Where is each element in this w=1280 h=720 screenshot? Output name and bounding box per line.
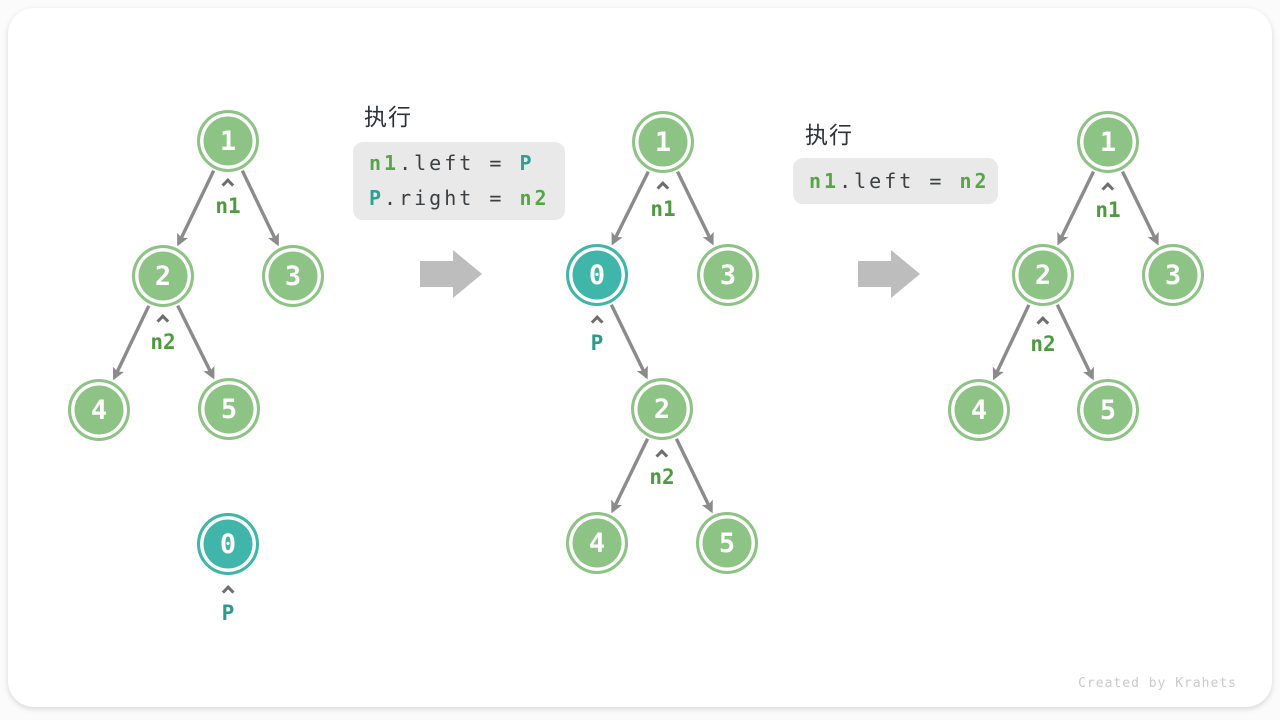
tree-edge [177, 169, 216, 247]
code-token: n2 [519, 186, 550, 210]
code-token: left [414, 151, 475, 175]
code-token: P [369, 186, 385, 210]
code-token: = [474, 186, 520, 210]
code-token: n1 [809, 168, 840, 193]
tree-edge [112, 305, 151, 381]
code-line-1: n1.left = P [369, 146, 565, 181]
code-line-2: P.right = n2 [369, 181, 565, 216]
code-token: . [384, 186, 400, 210]
step2-heading: 执行 [805, 123, 853, 149]
code-token: = [914, 168, 960, 193]
tree-edge [992, 304, 1031, 381]
watermark: Created by Krahets [1078, 676, 1237, 691]
tree-edge [609, 303, 648, 380]
step-arrow-icon [420, 250, 482, 298]
tree-edge [240, 169, 279, 247]
code-line-1: n1.left = n2 [809, 164, 998, 199]
tree-edge [176, 304, 215, 380]
code-token: . [399, 151, 415, 175]
tree-edge [1055, 303, 1094, 381]
code-token: left [854, 168, 915, 193]
step2-code-block: n1.left = n2 [793, 158, 998, 204]
tree-edge [611, 437, 650, 514]
step1-code-block: n1.left = P P.right = n2 [353, 142, 565, 220]
step1-heading: 执行 [364, 105, 412, 131]
code-token: . [839, 168, 855, 193]
tree-edge [1057, 170, 1096, 246]
tree-edge [674, 437, 713, 514]
code-token: n1 [369, 151, 400, 175]
tree-edge [611, 170, 650, 246]
tree-edge [675, 170, 714, 246]
code-token: P [519, 151, 535, 175]
code-token: right [399, 186, 475, 210]
code-token: = [474, 151, 520, 175]
tree-edge [1120, 170, 1159, 246]
step-arrow-icon [858, 250, 920, 298]
code-token: n2 [959, 168, 990, 193]
